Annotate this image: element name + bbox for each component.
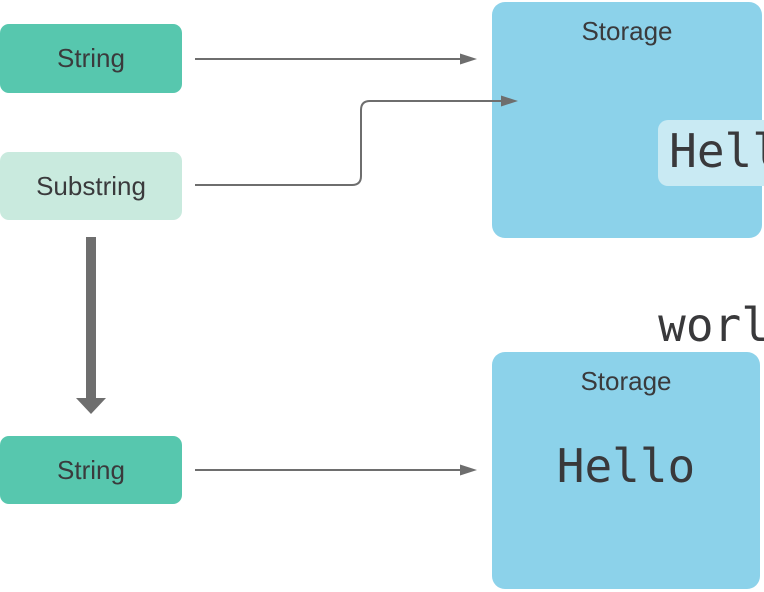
storage-line1: Hello,: [658, 120, 764, 186]
arrow-line: [195, 100, 501, 186]
arrow-head-icon: [460, 464, 477, 476]
highlighted-substring: Hello: [658, 120, 764, 186]
arrow-substring-to-highlight: [195, 95, 518, 186]
arrow-string-bottom-to-storage-bottom: [195, 464, 477, 476]
arrow-string-top-to-storage-top: [195, 53, 477, 65]
storage-top-title: Storage: [581, 16, 673, 46]
storage-bottom-title: Storage: [580, 366, 672, 396]
storage-top-content: Hello, world!: [492, 64, 764, 412]
string-bottom-node: String: [0, 436, 182, 504]
string-bottom-label: String: [57, 454, 125, 485]
storage-bottom-content: Hello: [556, 439, 696, 493]
arrow-substring-to-string-bottom: [76, 237, 106, 414]
arrow-head-icon: [460, 53, 477, 65]
storage-top-box: Storage Hello, world!: [492, 2, 764, 352]
arrow-head-icon: [76, 398, 106, 414]
substring-node: Substring: [0, 152, 182, 220]
string-top-label: String: [57, 43, 125, 73]
storage-line2: world!: [658, 298, 764, 352]
substring-label: Substring: [36, 170, 146, 201]
string-top-node: String: [0, 24, 182, 93]
storage-bottom-box: Storage Hello: [492, 352, 760, 589]
